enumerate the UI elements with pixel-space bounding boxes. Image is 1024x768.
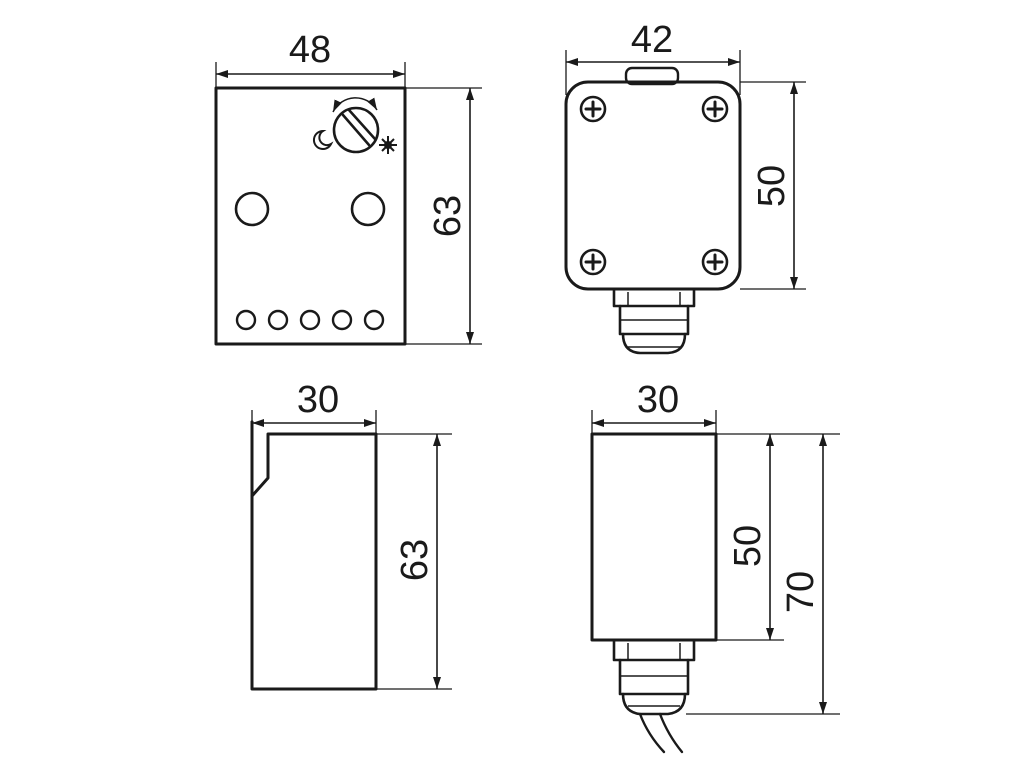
front-height-dimension: 63 bbox=[405, 87, 482, 345]
sun-icon bbox=[379, 136, 397, 154]
top-height-dimension: 50 bbox=[740, 81, 806, 290]
front-height-label: 63 bbox=[427, 195, 469, 237]
side-width-dimension: 30 bbox=[251, 379, 377, 434]
side-housing bbox=[250, 420, 378, 691]
front-width-label: 48 bbox=[289, 29, 331, 71]
cable bbox=[638, 712, 684, 754]
screw-icon bbox=[701, 95, 729, 123]
indicator-right bbox=[350, 191, 386, 227]
side-height-dimension: 63 bbox=[376, 433, 452, 690]
front-width-dimension: 48 bbox=[215, 29, 406, 88]
bottom-outer-height-dimension: 70 bbox=[686, 434, 840, 715]
screw-icon bbox=[579, 95, 607, 123]
bottom-cable-gland bbox=[612, 638, 696, 716]
screw-icon bbox=[701, 248, 729, 276]
screw-icon bbox=[579, 248, 607, 276]
side-height-label: 63 bbox=[394, 539, 436, 581]
top-cable-gland bbox=[612, 287, 696, 355]
top-view: 42 50 bbox=[564, 19, 806, 355]
front-view: 48 63 bbox=[214, 29, 482, 346]
moon-icon bbox=[312, 129, 334, 150]
bottom-view: 30 50 70 bbox=[590, 379, 840, 754]
bottom-housing bbox=[590, 432, 718, 642]
top-width-label: 42 bbox=[631, 19, 673, 61]
top-width-dimension: 42 bbox=[565, 19, 741, 95]
bottom-inner-height-dimension: 50 bbox=[716, 433, 840, 641]
bottom-outer-height-label: 70 bbox=[780, 571, 822, 613]
top-housing bbox=[564, 80, 742, 291]
side-view: 30 63 bbox=[250, 379, 452, 691]
bottom-width-label: 30 bbox=[637, 379, 679, 421]
front-housing bbox=[214, 86, 407, 346]
rotation-arrow-icon bbox=[332, 97, 378, 113]
indicator-left bbox=[234, 191, 270, 227]
top-height-label: 50 bbox=[751, 165, 793, 207]
terminal-holes bbox=[235, 309, 385, 331]
bottom-inner-height-label: 50 bbox=[727, 525, 769, 567]
top-tab bbox=[624, 66, 680, 86]
side-width-label: 30 bbox=[297, 379, 339, 421]
bottom-width-dimension: 30 bbox=[591, 379, 717, 434]
adjustment-knob bbox=[312, 97, 397, 154]
